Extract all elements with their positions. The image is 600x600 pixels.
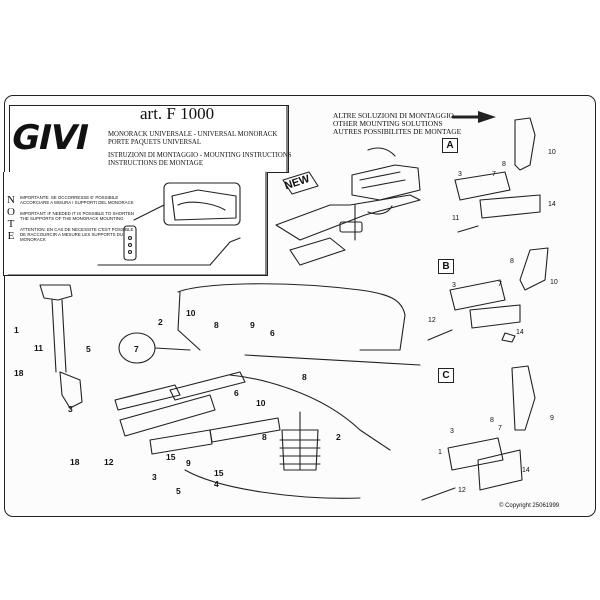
monorack-illustration [275, 147, 421, 266]
title-box [9, 105, 289, 173]
variant-a-assembly [454, 117, 541, 233]
svg-text:8: 8 [214, 320, 219, 330]
svg-text:3: 3 [458, 171, 462, 178]
svg-text:6: 6 [234, 388, 239, 398]
svg-text:1: 1 [14, 325, 19, 335]
alt-line-1: ALTRE SOLUZIONI DI MONTAGGIO [333, 111, 454, 120]
variant-b-assembly [427, 247, 549, 343]
svg-text:12: 12 [104, 457, 114, 467]
svg-text:3: 3 [68, 404, 73, 414]
svg-text:3: 3 [452, 282, 456, 289]
svg-text:4: 4 [214, 479, 219, 489]
variant-c-assembly [421, 365, 536, 501]
svg-text:5: 5 [176, 486, 181, 496]
svg-text:7: 7 [498, 281, 502, 288]
note-italian: IMPORTANTE: SE OCCORRESSE E' POSSIBILE A… [20, 195, 134, 205]
copyright: © Copyright 25061999 [499, 503, 560, 509]
svg-text:10: 10 [550, 279, 558, 286]
note-heading: NOTE [6, 194, 16, 242]
svg-text:7: 7 [498, 425, 502, 432]
svg-text:8: 8 [490, 417, 494, 424]
svg-text:9: 9 [550, 415, 554, 422]
main-bracket-assembly [39, 284, 281, 455]
svg-text:8: 8 [262, 432, 267, 442]
note-heading-text: NOTE [7, 194, 15, 242]
variant-c-label: C [438, 368, 454, 383]
alternative-solutions-text: ALTRE SOLUZIONI DI MONTAGGIO OTHER MOUNT… [333, 112, 461, 136]
variant-a-label: A [442, 138, 458, 153]
alt-line-2: OTHER MOUNTING SOLUTIONS [333, 119, 443, 128]
instruction-line-1: ISTRUZIONI DI MONTAGGIO - MOUNTING INSTR… [108, 152, 292, 159]
svg-text:18: 18 [14, 368, 24, 378]
svg-text:3: 3 [450, 428, 454, 435]
svg-text:10: 10 [548, 149, 556, 156]
svg-text:14: 14 [516, 329, 524, 336]
svg-text:8: 8 [502, 161, 506, 168]
svg-text:9: 9 [186, 458, 191, 468]
svg-text:11: 11 [452, 215, 459, 222]
svg-text:8: 8 [302, 372, 307, 382]
article-number: art. F 1000 [140, 104, 215, 123]
svg-text:12: 12 [428, 317, 436, 324]
shorten-support-illustration [97, 182, 241, 266]
note-french: ATTENTION: EN CAS DE NECESSITE C'EST POS… [20, 227, 134, 242]
svg-text:3: 3 [152, 472, 157, 482]
svg-text:11: 11 [34, 343, 43, 353]
product-line-1: MONORACK UNIVERSALE - UNIVERSAL MONORACK [108, 131, 278, 138]
instruction-line-2: INSTRUCTIONS DE MONTAGE [108, 160, 203, 167]
svg-text:10: 10 [186, 308, 196, 318]
svg-text:2: 2 [336, 432, 341, 442]
variant-b-label: B [438, 259, 454, 274]
svg-text:1: 1 [438, 449, 442, 456]
svg-text:9: 9 [250, 320, 255, 330]
arrow-right-icon [451, 111, 496, 123]
svg-text:7: 7 [134, 344, 139, 354]
product-line-2: PORTE PAQUETS UNIVERSAL [108, 139, 201, 146]
svg-text:14: 14 [522, 467, 530, 474]
svg-text:7: 7 [492, 171, 496, 178]
svg-text:15: 15 [214, 468, 224, 478]
svg-text:5: 5 [86, 344, 91, 354]
alt-line-3: AUTRES POSSIBILITES DE MONTAGE [333, 127, 462, 136]
svg-text:14: 14 [548, 201, 556, 208]
note-english: IMPORTANT: IF NEEDED IT IS POSSIBLE TO S… [20, 211, 134, 221]
part-labels: 1 11 18 5 3 2 10 8 9 6 7 18 12 15 9 3 5 … [14, 149, 558, 496]
motorcycle-rear-outline [177, 283, 421, 499]
svg-text:10: 10 [256, 398, 266, 408]
svg-text:8: 8 [510, 258, 514, 265]
svg-text:15: 15 [166, 452, 176, 462]
svg-text:2: 2 [158, 317, 163, 327]
svg-text:18: 18 [70, 457, 80, 467]
svg-text:12: 12 [458, 487, 466, 494]
svg-text:6: 6 [270, 328, 275, 338]
